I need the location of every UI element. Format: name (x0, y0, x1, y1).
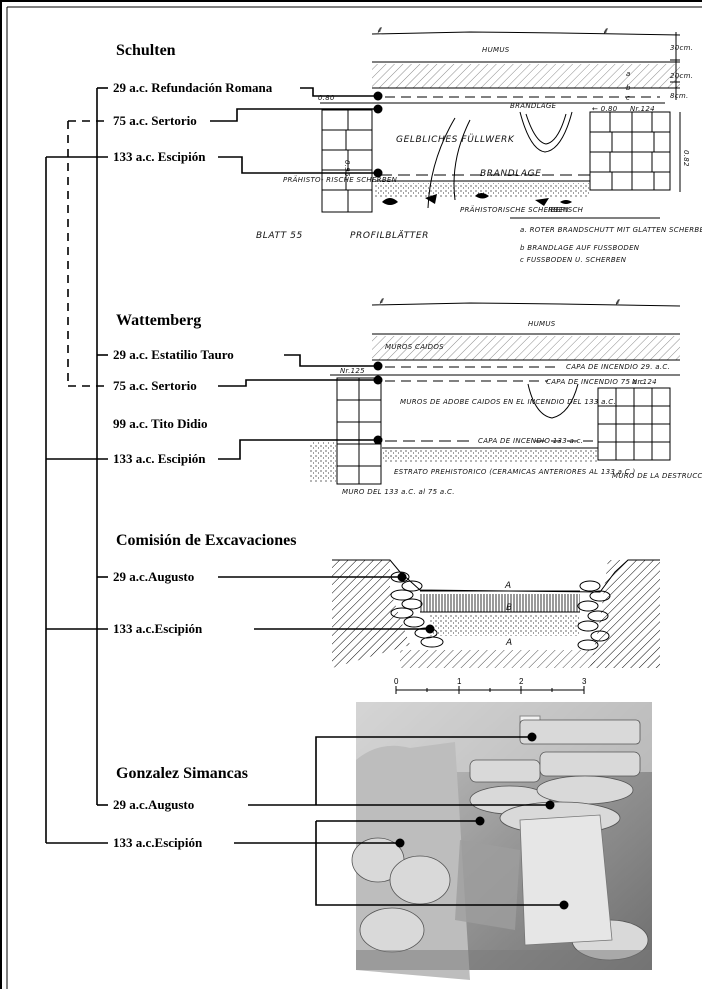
schulten-depth-20: 20cm. (670, 72, 693, 80)
scale-tick-1: 1 (457, 677, 462, 686)
comision-mark-a-upper: A (504, 581, 512, 591)
comision-section-drawing: A B A (332, 560, 660, 668)
wattenberg-section-drawing: ⸙ ⸙ HUMUS MUROS CAIDOS CAPA DE INCENDIO … (310, 296, 702, 496)
schulten-legend-a: a. ROTER BRANDSCHUTT MIT GLATTEN SCHERBE… (520, 225, 702, 234)
wattenberg-capa29: CAPA DE INCENDIO 29. a.C. (566, 363, 670, 371)
schulten-label-133: 133 a.c. Escipión (113, 149, 206, 164)
schulten-brandlage-top: BRANDLAGE (510, 102, 557, 110)
comision-label-133: 133 a.c.Escipión (113, 621, 203, 636)
schulten-legend-b: b BRANDLAGE AUF FUSSBODEN (520, 244, 640, 252)
wattenberg-plant-icon: ⸙ (378, 296, 386, 307)
schulten-prehist-left: PRÄHISTO- RISCHE SCHERBEN (283, 175, 398, 184)
wattenberg-nr124: Nr.124 (632, 378, 657, 386)
gonzalez-label-29: 29 a.c.Augusto (113, 797, 194, 812)
schulten-plant-icon-2: ⸙ (602, 26, 610, 37)
comision-mark-a-lower: A (505, 638, 513, 648)
schulten-depth-8: 8cm. (670, 92, 689, 100)
wattenberg-plant-icon-2: ⸙ (614, 297, 622, 308)
schulten-096: 0.96 (343, 160, 351, 177)
gonzalez-label-133: 133 a.c.Escipión (113, 835, 203, 850)
schulten-mark-c: c (626, 94, 630, 102)
wattenberg-label-29: 29 a.c. Estatilio Tauro (113, 347, 234, 362)
schulten-mark-b: b (626, 84, 631, 92)
schulten-blatt: BLATT 55 (256, 231, 303, 241)
wattenberg-label-99: 99 a.c. Tito Didio (113, 416, 208, 431)
schulten-depth-30: 30cm. (670, 44, 693, 52)
schulten-label-75: 75 a.c. Sertorio (113, 113, 197, 128)
schulten-label-29: 29 a.c. Refundación Romana (113, 80, 273, 95)
wattenberg-muros-caidos: MUROS CAIDOS (385, 343, 444, 351)
wattenberg-muro-left: MURO DEL 133 a.C. al 75 a.C. (342, 488, 455, 496)
schulten-legend-c: c FUSSBODEN U. SCHERBEN (520, 256, 627, 264)
scale-tick-2: 2 (519, 677, 524, 686)
schulten-plant-icon: ⸙ (376, 25, 384, 36)
schulten-iberisch: IBERISCH (548, 206, 584, 214)
scale-tick-3: 3 (582, 677, 587, 686)
schulten-profil: PROFILBLÄTTER (350, 230, 429, 241)
comision-scale-bar: 0 1 2 3 (394, 677, 587, 694)
schulten-section-drawing: ⸙ ⸙ HUMUS a b c 30cm. 20cm. 8cm. 0.80 BR… (256, 25, 702, 264)
comision-mark-b: B (506, 603, 513, 613)
schulten-082: 0.82 (682, 150, 690, 167)
schulten-fullwerk: GELBLICHES FÜLLWERK (396, 134, 515, 145)
schulten-brandlage-mid: BRANDLAGE (480, 169, 541, 179)
heading-comision: Comisión de Excavaciones (116, 532, 296, 549)
wattenberg-label-75: 75 a.c. Sertorio (113, 378, 197, 393)
scale-tick-0: 0 (394, 677, 399, 686)
schulten-humus: HUMUS (482, 46, 510, 54)
wattenberg-muros-adobe: MUROS DE ADOBE CAIDOS EN EL INCENDIO DEL… (400, 398, 616, 406)
wattenberg-estrato: ESTRATO PREHISTORICO (CERAMICAS ANTERIOR… (394, 468, 636, 476)
wattenberg-nr125: Nr.125 (340, 367, 365, 375)
heading-gonzalez: Gonzalez Simancas (116, 765, 248, 782)
heading-schulten: Schulten (116, 42, 176, 59)
schulten-mark-a: a (626, 70, 631, 78)
comision-label-29: 29 a.c.Augusto (113, 569, 194, 584)
wattenberg-label-133: 133 a.c. Escipión (113, 451, 206, 466)
connector-tree (46, 88, 108, 843)
wattenberg-humus: HUMUS (528, 320, 556, 328)
schulten-080-left: 0.80 (318, 94, 335, 102)
schulten-leaders (210, 88, 383, 178)
heading-wattenberg: Wattemberg (116, 312, 201, 329)
